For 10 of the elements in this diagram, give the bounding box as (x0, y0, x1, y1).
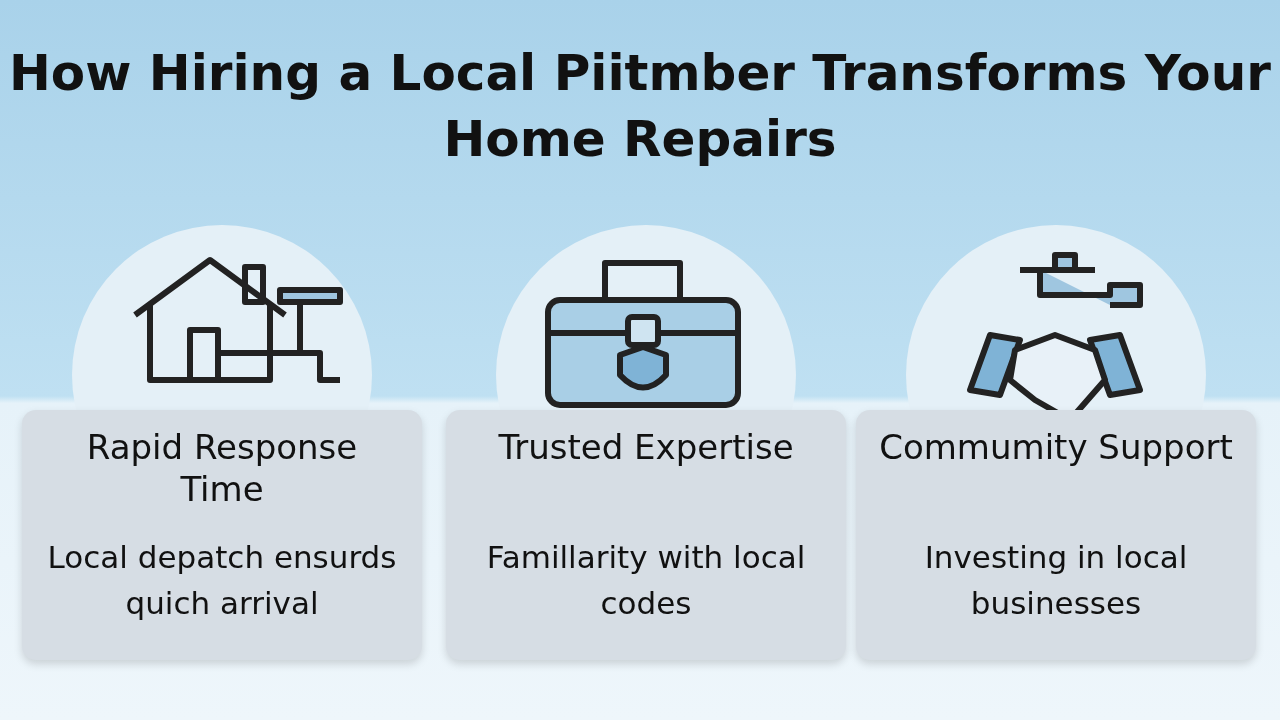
card-description: Investing in local businesses (923, 538, 1189, 623)
card-description: Local depatch ensurds quich arrival (46, 538, 398, 623)
card-description: Famillarity with local codes (485, 538, 807, 623)
feature-card (22, 410, 422, 660)
card-heading: Trusted Expertise (497, 426, 795, 468)
feature-card (446, 410, 846, 660)
card-heading: Rapid Response Time (85, 426, 359, 510)
card-heading: Commumity Support (878, 426, 1234, 468)
feature-card (856, 410, 1256, 660)
title: How Hiring a Local Piitmber Transforms Your Home Repairs (8, 43, 1272, 170)
